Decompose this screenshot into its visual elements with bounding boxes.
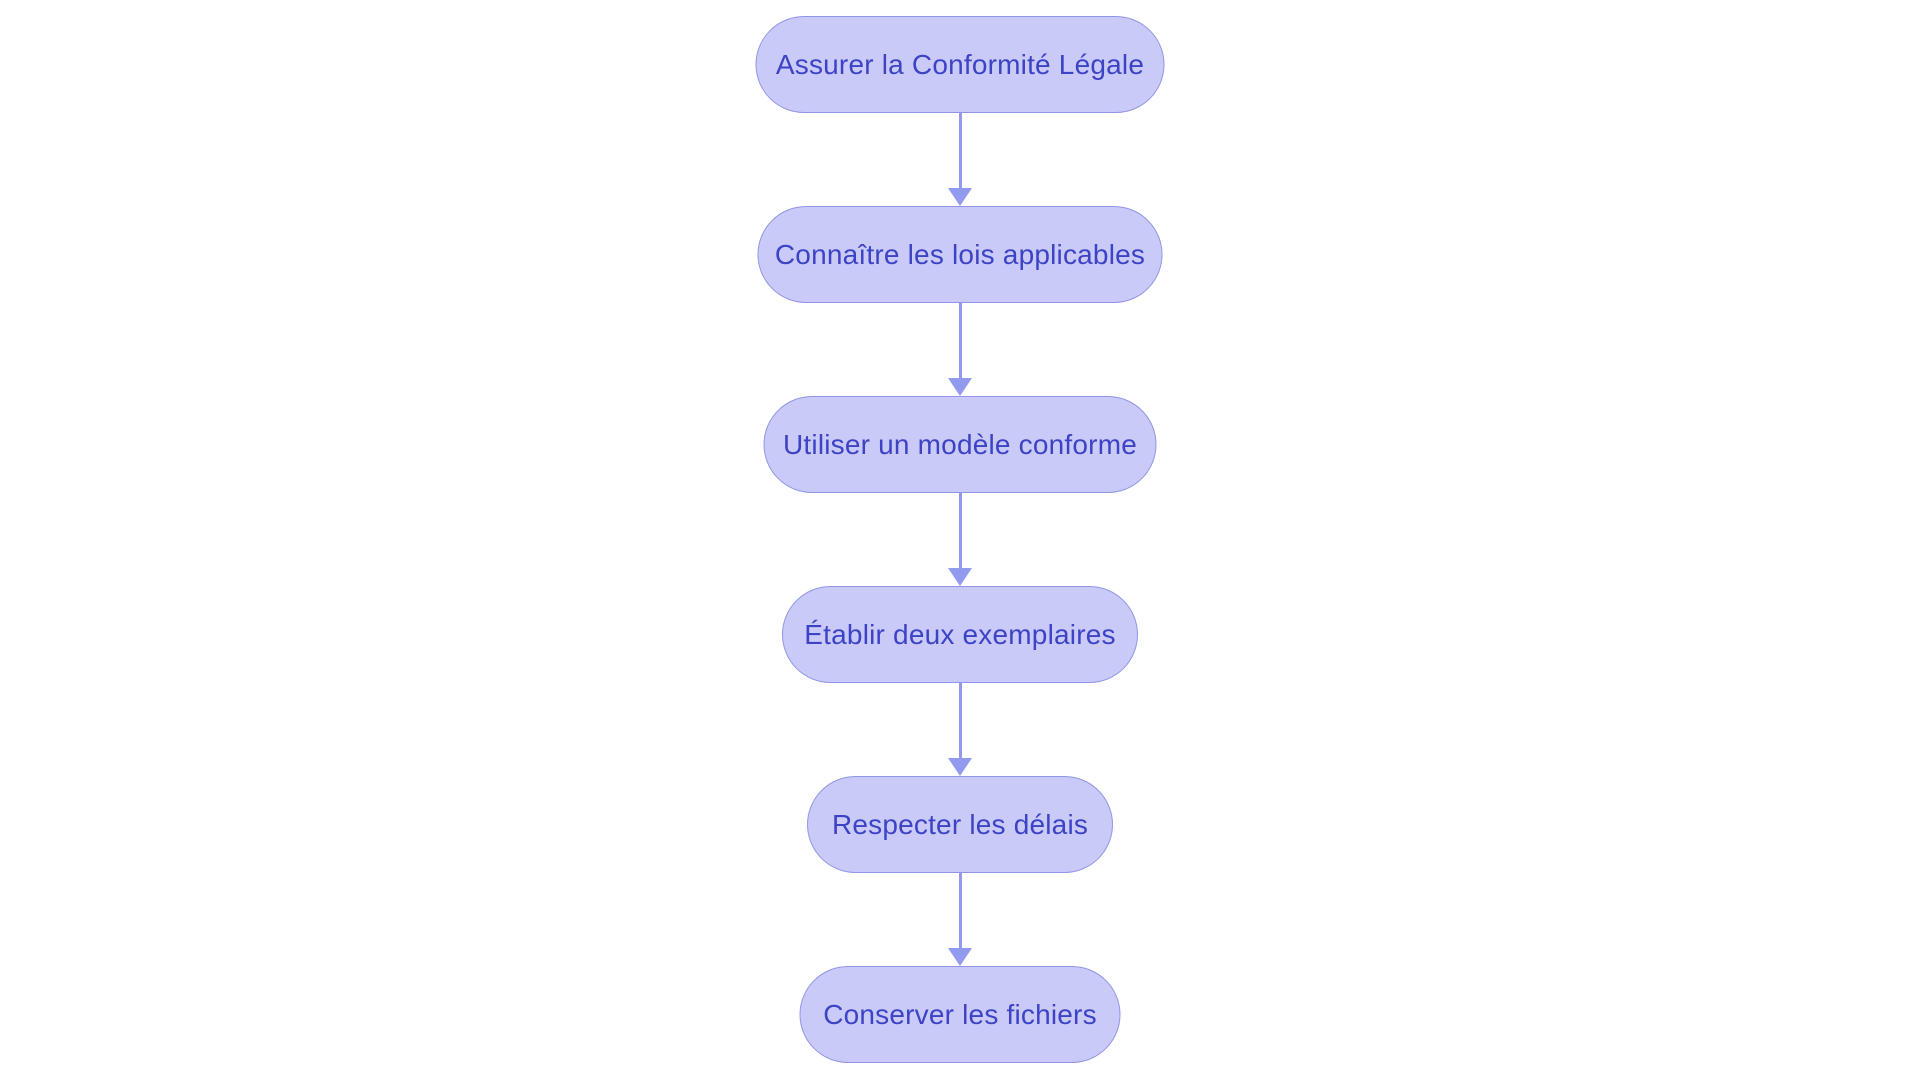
flow-arrow-5 (947, 873, 973, 966)
arrow-head-icon (948, 758, 972, 776)
flowchart-node-assurer-la-conformite-legale[interactable]: Assurer la Conformité Légale (755, 16, 1165, 113)
arrow-line (958, 683, 962, 758)
arrow-head-icon (948, 188, 972, 206)
flow-arrow-3 (947, 493, 973, 586)
node-label: Assurer la Conformité Légale (775, 48, 1145, 80)
flowchart-node-connaitre-les-lois-applicables[interactable]: Connaître les lois applicables (757, 206, 1163, 303)
flowchart-node-respecter-les-delais[interactable]: Respecter les délais (807, 776, 1113, 873)
flowchart-node-conserver-les-fichiers[interactable]: Conserver les fichiers (799, 966, 1121, 1063)
node-label: Respecter les délais (831, 808, 1089, 840)
arrow-head-icon (948, 378, 972, 396)
node-label: Établir deux exemplaires (804, 618, 1116, 650)
flow-arrow-4 (947, 683, 973, 776)
arrow-line (958, 113, 962, 188)
arrow-line (958, 493, 962, 568)
arrow-line (958, 873, 962, 948)
flowchart-node-etablir-deux-exemplaires[interactable]: Établir deux exemplaires (782, 586, 1138, 683)
arrow-head-icon (948, 948, 972, 966)
node-label: Conserver les fichiers (823, 998, 1097, 1030)
arrow-head-icon (948, 568, 972, 586)
flowchart-node-utiliser-un-modele-conforme[interactable]: Utiliser un modèle conforme (763, 396, 1157, 493)
flow-arrow-1 (947, 113, 973, 206)
node-label: Connaître les lois applicables (774, 238, 1146, 270)
node-label: Utiliser un modèle conforme (783, 428, 1137, 460)
arrow-line (958, 303, 962, 378)
flow-arrow-2 (947, 303, 973, 396)
